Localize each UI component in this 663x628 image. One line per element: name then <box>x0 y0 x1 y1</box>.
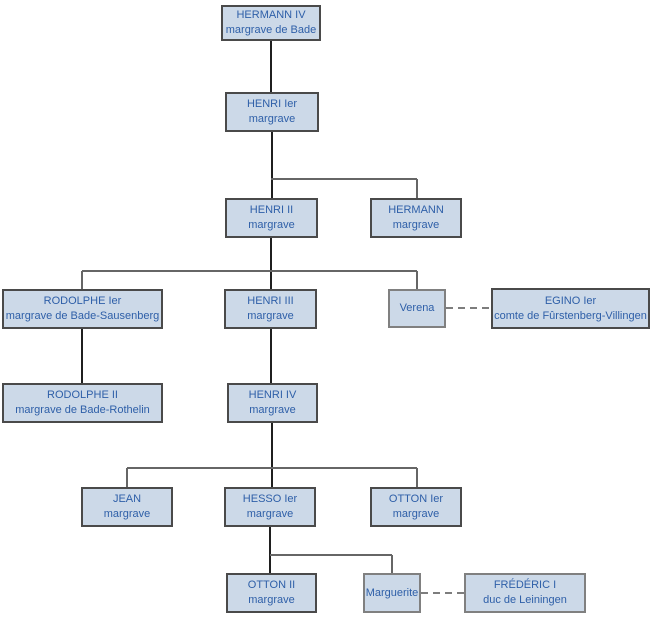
node-verena: Verena <box>388 289 446 328</box>
person-name: OTTON II <box>247 579 296 591</box>
person-title: margrave <box>392 508 440 520</box>
person-name: OTTON Ier <box>388 493 444 505</box>
node-hermann-iv: HERMANN IV margrave de Bade <box>221 5 321 41</box>
person-name: HESSO Ier <box>242 493 298 505</box>
person-name: HENRI II <box>249 204 294 216</box>
node-egino-1er: EGINO Ier comte de Fûrstenberg-Villingen <box>491 288 650 329</box>
person-title: margrave de Bade-Sausenberg <box>5 310 160 322</box>
person-title: margrave de Bade <box>225 24 317 36</box>
person-name: FRÉDÉRIC I <box>493 579 557 591</box>
person-name: EGINO Ier <box>544 294 597 307</box>
descent-lines <box>81 41 273 573</box>
person-name: HERMANN <box>388 204 444 216</box>
node-hesso-1er: HESSO Ier margrave <box>224 487 316 527</box>
person-title: duc de Leiningen <box>483 594 567 606</box>
person-title: comte de Fûrstenberg-Villingen <box>494 309 647 322</box>
node-otton-1er: OTTON Ier margrave <box>370 487 462 527</box>
node-hermann: HERMANN margrave <box>370 198 462 238</box>
person-title: margrave <box>248 113 296 125</box>
person-title: margrave de Bade-Rothelin <box>15 404 150 416</box>
node-otton-ii: OTTON II margrave <box>226 573 317 613</box>
person-name: Verena <box>399 302 435 314</box>
node-henri-iii: HENRI III margrave <box>224 289 317 329</box>
person-title: margrave <box>248 219 295 231</box>
marriage-lines <box>421 307 491 594</box>
person-title: margrave <box>248 594 295 606</box>
node-rodolphe-1er: RODOLPHE Ier margrave de Bade-Sausenberg <box>2 289 163 329</box>
person-title: margrave <box>392 219 440 231</box>
person-name: RODOLPHE Ier <box>43 295 122 307</box>
person-name: Marguerite <box>365 586 419 599</box>
person-name: HENRI IV <box>248 389 297 401</box>
person-name: HERMANN IV <box>236 9 306 21</box>
branch-lines <box>81 178 418 573</box>
node-frederic-i: FRÉDÉRIC I duc de Leiningen <box>464 573 586 613</box>
person-name: RODOLPHE II <box>47 389 118 401</box>
person-title: margrave <box>247 310 294 322</box>
node-henri-1er: HENRI Ier margrave <box>225 92 319 132</box>
node-henri-ii: HENRI II margrave <box>225 198 318 238</box>
node-marguerite: Marguerite <box>363 573 421 613</box>
person-title: margrave <box>249 404 296 416</box>
person-title: margrave <box>103 508 151 520</box>
person-title: margrave <box>246 508 294 520</box>
node-jean: JEAN margrave <box>81 487 173 527</box>
person-name: HENRI III <box>247 295 294 307</box>
node-rodolphe-ii: RODOLPHE II margrave de Bade-Rothelin <box>2 383 163 423</box>
person-name: HENRI Ier <box>246 98 298 110</box>
person-name: JEAN <box>112 493 142 505</box>
node-henri-iv: HENRI IV margrave <box>227 383 318 423</box>
